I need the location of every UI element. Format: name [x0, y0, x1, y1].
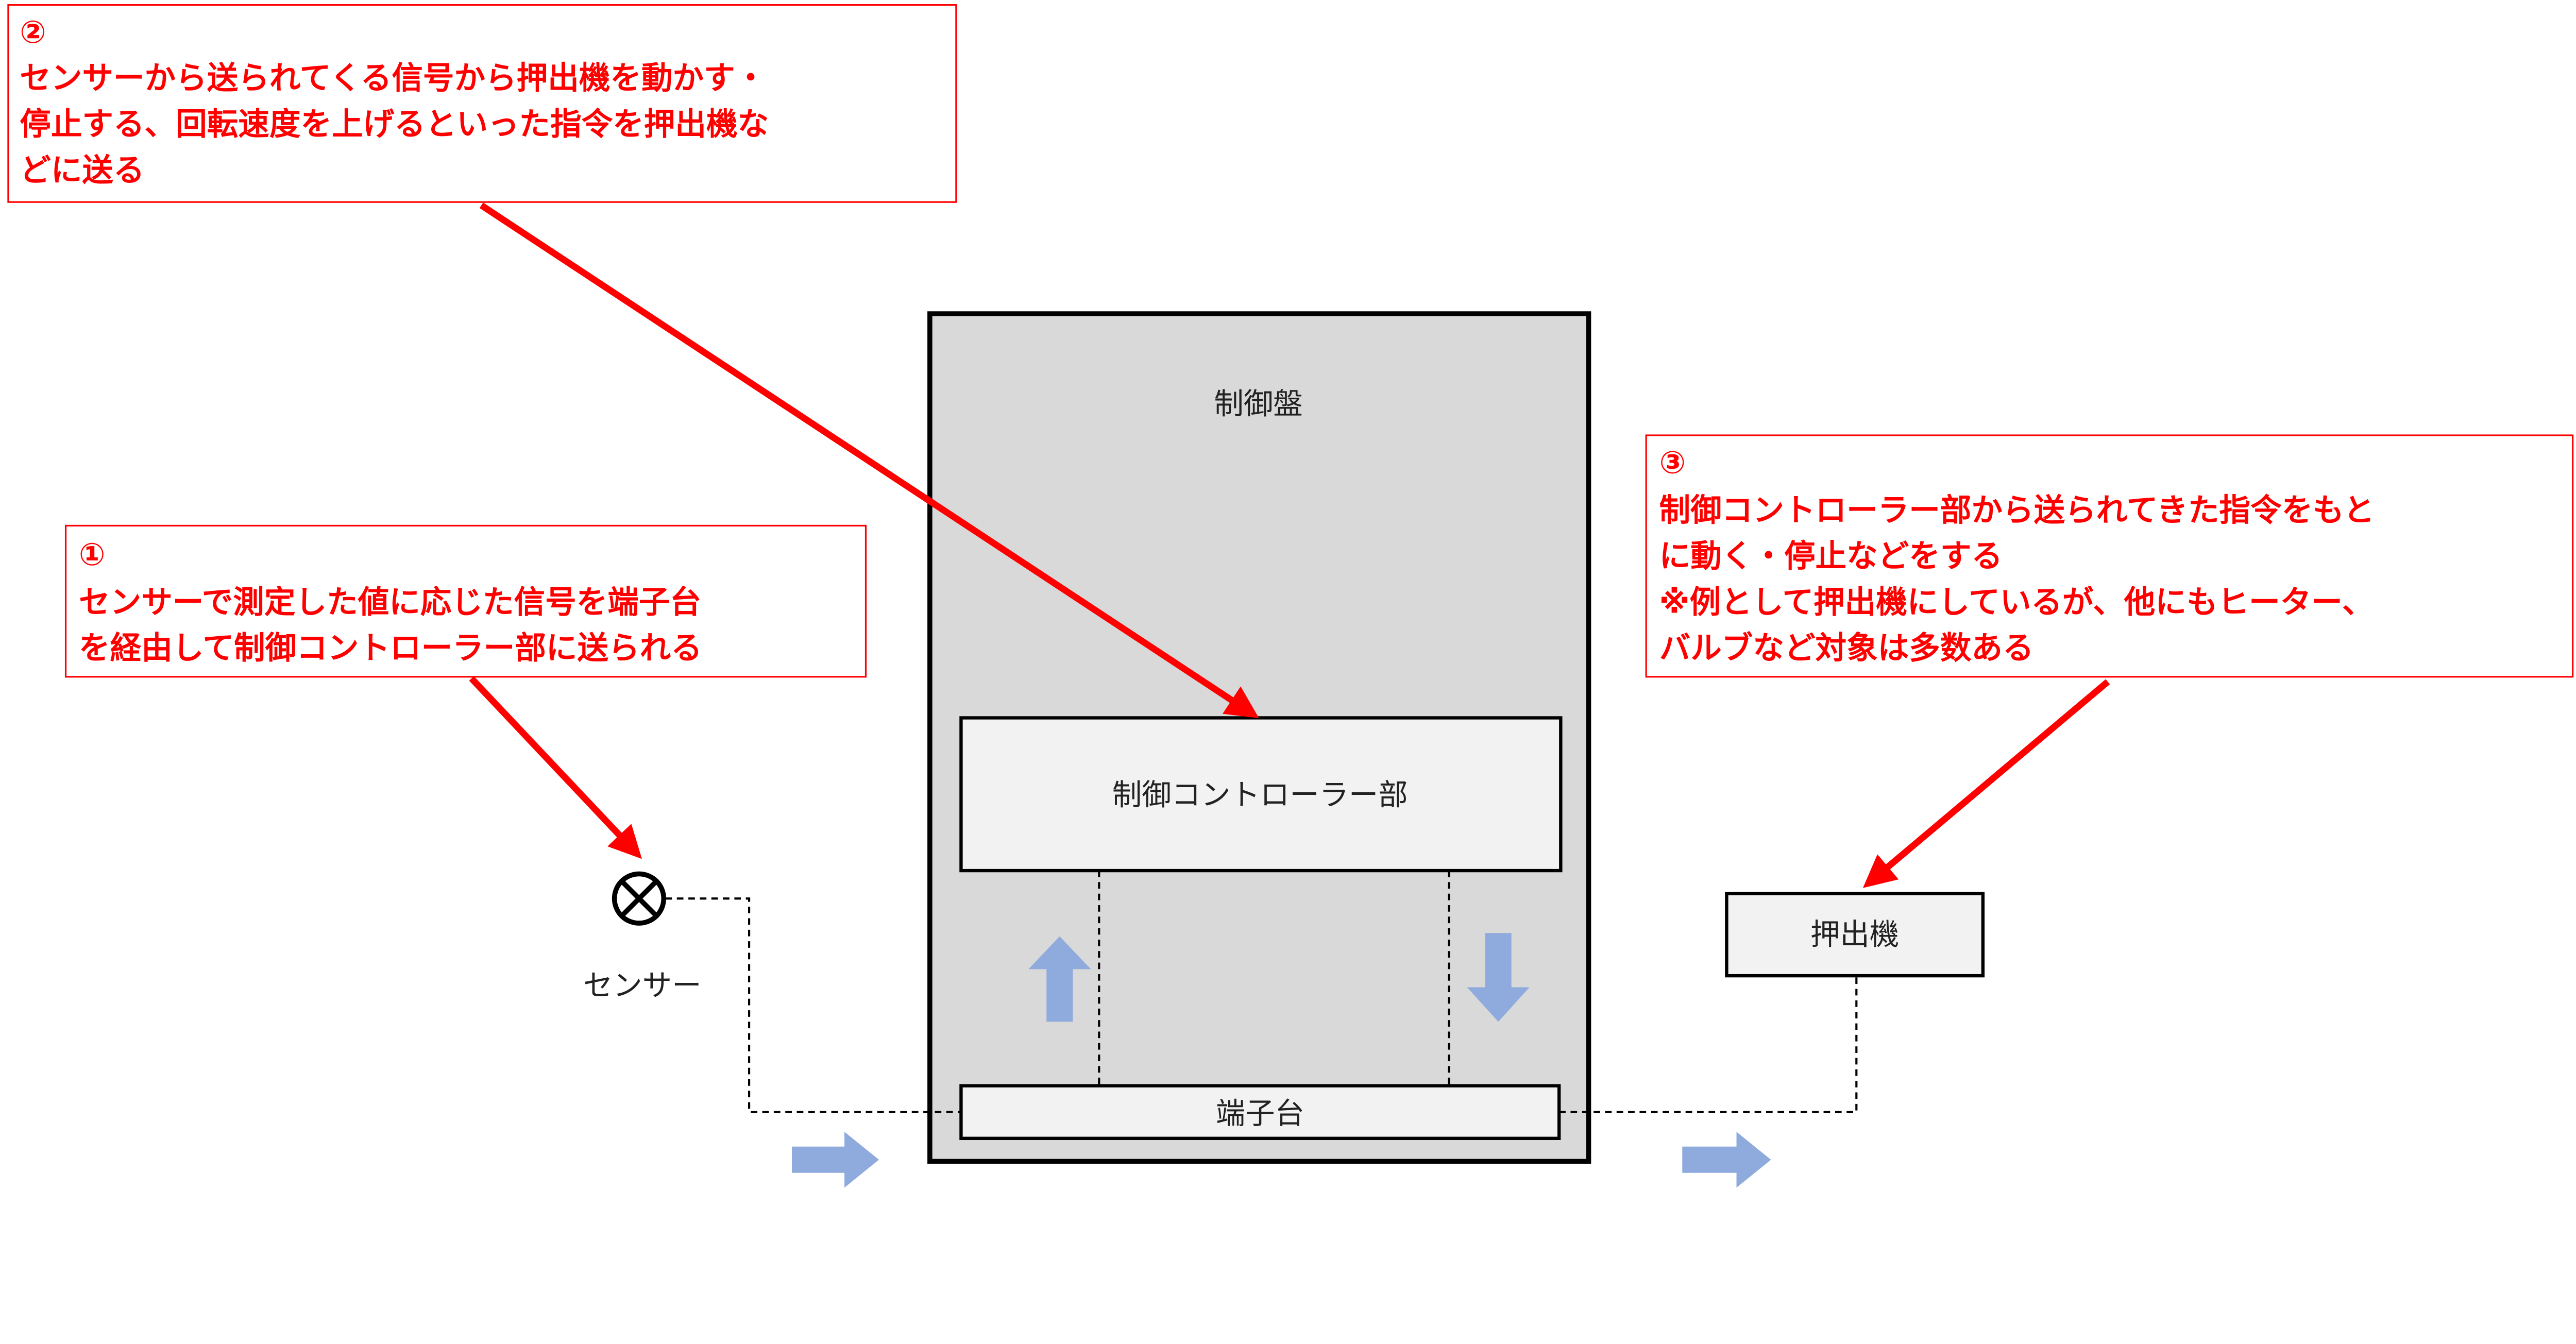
- callout-step2-line: センサーから送られてくる信号から押出機を動かす・: [20, 60, 766, 96]
- callout-step2-number: ②: [20, 14, 46, 50]
- callout-step3-number: ③: [1659, 445, 1686, 481]
- callout-step1-arrow: [469, 676, 642, 859]
- callout-step3-line: ※例として押出機にしているが、他にもヒーター、: [1659, 584, 2374, 620]
- controller-box: [959, 716, 1563, 873]
- extruder-box: [1725, 892, 1985, 978]
- right-arrow-icon: [791, 1132, 879, 1188]
- callout-step3-arrow: [1862, 679, 2110, 888]
- sensor-label: センサー: [583, 968, 702, 1002]
- callout-step1-number: ①: [79, 537, 105, 573]
- extruder-wire: [1559, 976, 1858, 1113]
- callout-step2-line: どに送る: [20, 152, 144, 189]
- callout-step1: [64, 524, 867, 678]
- right-arrow-icon: [1682, 1132, 1771, 1188]
- callout-step1-line: を経由して制御コントローラー部に送られる: [79, 631, 702, 667]
- down-arrow-icon: [1467, 933, 1530, 1022]
- callout-step3-line: に動く・停止などをする: [1659, 538, 2003, 574]
- up-arrow-icon: [1028, 936, 1091, 1022]
- terminal-block: [959, 1084, 1561, 1141]
- sensor-cross: [619, 878, 659, 918]
- controller-label: 制御コントローラー部: [1112, 777, 1408, 812]
- callout-step2-arrow: [479, 202, 1259, 719]
- callout-step2: [7, 4, 957, 203]
- control-diagram: 制御盤 制御コントローラー部 端子台 センサー 押出機 ② センサーから送られて…: [7, 4, 2574, 1188]
- callout-step1-line: センサーで測定した値に応じた信号を端子台: [79, 584, 701, 620]
- sensor-wire: [665, 897, 961, 1113]
- callout-step3: [1645, 434, 2574, 678]
- callout-step2-line: 停止する、回転速度を上げるといった指令を押出機な: [20, 106, 769, 142]
- terminal-label: 端子台: [1216, 1096, 1304, 1131]
- callout-step3-line: バルブなど対象は多数ある: [1659, 631, 2034, 667]
- control-panel-label: 制御盤: [1214, 387, 1303, 421]
- extruder-label: 押出機: [1810, 917, 1899, 952]
- callout-step3-line: 制御コントローラー部から送られてきた指令をもと: [1659, 492, 2375, 529]
